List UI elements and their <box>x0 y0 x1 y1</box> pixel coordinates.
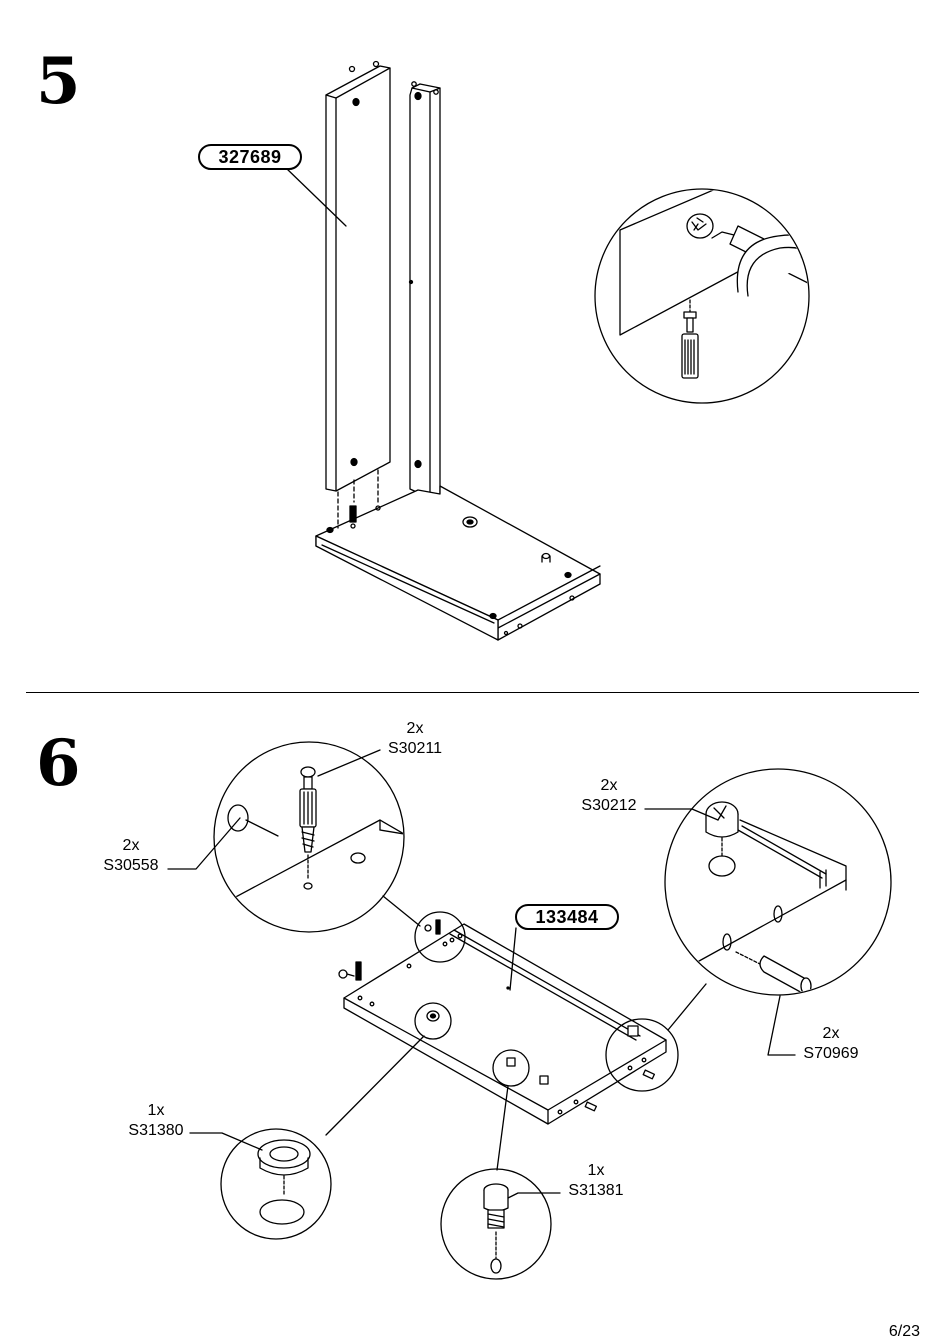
callout-code: S30211 <box>388 740 442 757</box>
callout-qty: 2x <box>122 837 140 854</box>
step6-connector-lines <box>325 895 707 1171</box>
callout-leaders <box>167 749 796 1199</box>
part-label-327689: 327689 <box>198 144 302 170</box>
step-divider <box>26 692 919 693</box>
callout-s30558: 2x S30558 <box>96 836 166 876</box>
step5-panels <box>315 60 601 641</box>
callout-code: S31381 <box>568 1182 624 1199</box>
callout-code: S70969 <box>803 1045 859 1062</box>
detail-circle-s30212 <box>664 768 892 996</box>
callout-s30211: 2x S30211 <box>380 719 450 759</box>
page-number: 6/23 <box>888 1323 920 1340</box>
callout-s70969: 2x S70969 <box>795 1024 867 1064</box>
step6-panel <box>338 923 667 1125</box>
callout-qty: 1x <box>587 1162 605 1179</box>
step5-detail-circle <box>594 188 810 404</box>
part-label-133484: 133484 <box>515 904 619 930</box>
step6-small-circles <box>414 911 679 1092</box>
detail-circle-s31381 <box>440 1168 552 1280</box>
step-number-6: 6 <box>36 726 81 801</box>
callout-s30212: 2x S30212 <box>573 776 645 816</box>
callout-qty: 2x <box>822 1025 840 1042</box>
callout-code: S30212 <box>581 797 637 814</box>
callout-qty: 1x <box>147 1102 165 1119</box>
callout-qty: 2x <box>600 777 618 794</box>
detail-circle-s31380 <box>220 1128 332 1240</box>
step-number-5: 5 <box>36 44 81 119</box>
callout-qty: 2x <box>406 720 424 737</box>
detail-circle-s30211 <box>213 741 405 933</box>
leader-327689 <box>285 167 347 227</box>
callout-code: S30558 <box>103 857 159 874</box>
callout-code: S31380 <box>128 1122 184 1139</box>
callout-s31381: 1x S31381 <box>560 1161 632 1201</box>
callout-s31380: 1x S31380 <box>120 1101 192 1141</box>
